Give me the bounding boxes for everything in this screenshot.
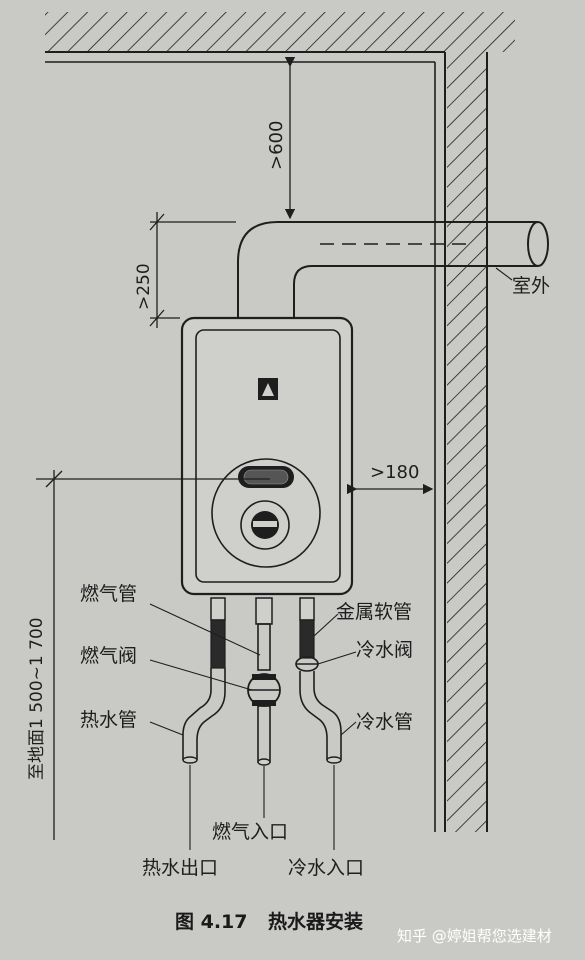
gas-valve-label: 燃气阀 — [80, 645, 137, 667]
figure-number: 图 4.17 — [175, 911, 248, 933]
control-knob-icon — [240, 500, 290, 550]
cold-water-valve-label: 冷水阀 — [356, 639, 413, 661]
watermark: 知乎 @婷姐帮您选建材 — [397, 927, 552, 945]
exhaust-flue-pipe — [237, 221, 549, 318]
pipe-clearance-label: >250 — [134, 263, 154, 310]
viewing-window — [238, 466, 294, 488]
cold-water-inlet-label: 冷水入口 — [288, 857, 364, 879]
cold-water-valve-icon — [295, 656, 319, 672]
hot-water-pipe — [182, 597, 226, 764]
hot-water-pipe-label: 热水管 — [80, 709, 137, 731]
cold-water-pipe-label: 冷水管 — [356, 711, 413, 733]
wall — [434, 52, 488, 832]
gas-inlet-label: 燃气入口 — [212, 821, 288, 843]
wall-clearance-label: >180 — [370, 462, 419, 483]
outdoor-label: 室外 — [512, 275, 550, 297]
water-heater — [180, 316, 354, 596]
outlet-lines — [189, 765, 335, 850]
gas-valve-icon — [247, 673, 281, 707]
floor-height-label: 至地面1 500~1 700 — [27, 617, 47, 780]
cold-water-pipe — [295, 597, 342, 764]
ceiling — [45, 12, 515, 63]
warning-symbol-icon — [258, 378, 278, 400]
ceiling-clearance-label: >600 — [266, 121, 287, 170]
hot-water-outlet-label: 热水出口 — [142, 857, 218, 879]
gas-pipe — [247, 597, 281, 766]
gas-pipe-label: 燃气管 — [80, 583, 137, 605]
metal-hose-label: 金属软管 — [336, 601, 412, 623]
dimension-pipe — [149, 212, 236, 328]
left-leaders — [149, 603, 261, 736]
dimension-floor — [36, 470, 270, 840]
right-leaders — [313, 613, 357, 736]
figure-title: 热水器安装 — [268, 910, 363, 933]
